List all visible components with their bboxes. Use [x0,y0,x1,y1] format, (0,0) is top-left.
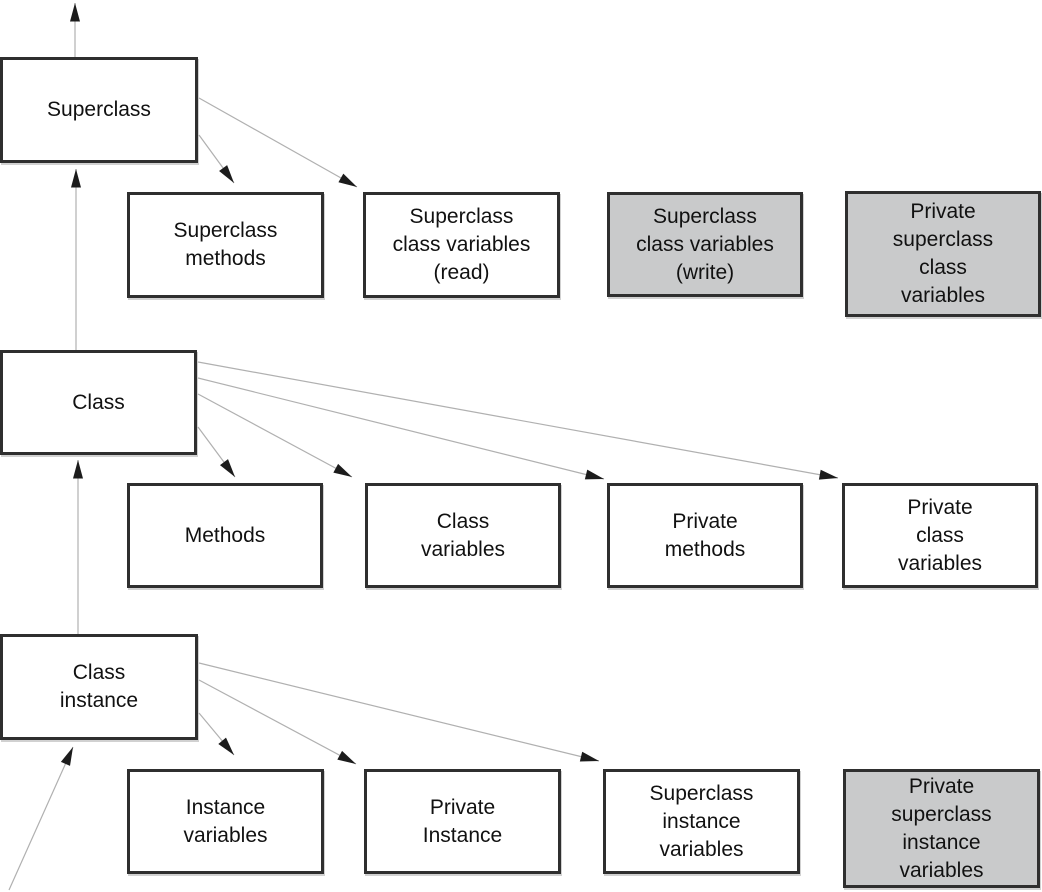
node-superclass-class-variables-write: Superclass class variables (write) [607,192,803,297]
node-class-variables: Class variables [365,483,561,588]
edge-class-to-methods [197,426,236,478]
node-methods: Methods [127,483,323,588]
edge-superclass-to-superclass-class-variables-read [198,97,358,188]
node-class-instance: Class instance [0,634,198,740]
node-instance-variables: Instance variables [127,769,324,874]
node-private-instance: Private Instance [364,769,561,874]
edge-class-instance-to-instance-variables [198,712,235,756]
node-superclass: Superclass [0,57,198,163]
edge-superclass-to-superclass-methods [198,134,235,184]
edge-class-to-private-class-variables [197,361,839,480]
edge-class-instance-to-private-instance [198,679,357,765]
node-class: Class [0,350,197,455]
node-private-superclass-class-variables: Private superclass class variables [845,191,1041,317]
node-superclass-instance-variables: Superclass instance variables [603,769,800,874]
node-superclass-class-variables-read: Superclass class variables (read) [363,192,560,298]
edge-class-instance-to-superclass-instance-variables [198,662,600,762]
edge-offscreen-bottom-to-class-instance [8,746,74,891]
node-private-methods: Private methods [607,483,803,588]
edge-class-to-class-variables [197,393,353,478]
node-private-class-variables: Private class variables [842,483,1038,588]
edge-class-to-private-methods [197,377,605,480]
node-superclass-methods: Superclass methods [127,192,324,298]
node-private-superclass-instance-variables: Private superclass instance variables [843,769,1040,888]
